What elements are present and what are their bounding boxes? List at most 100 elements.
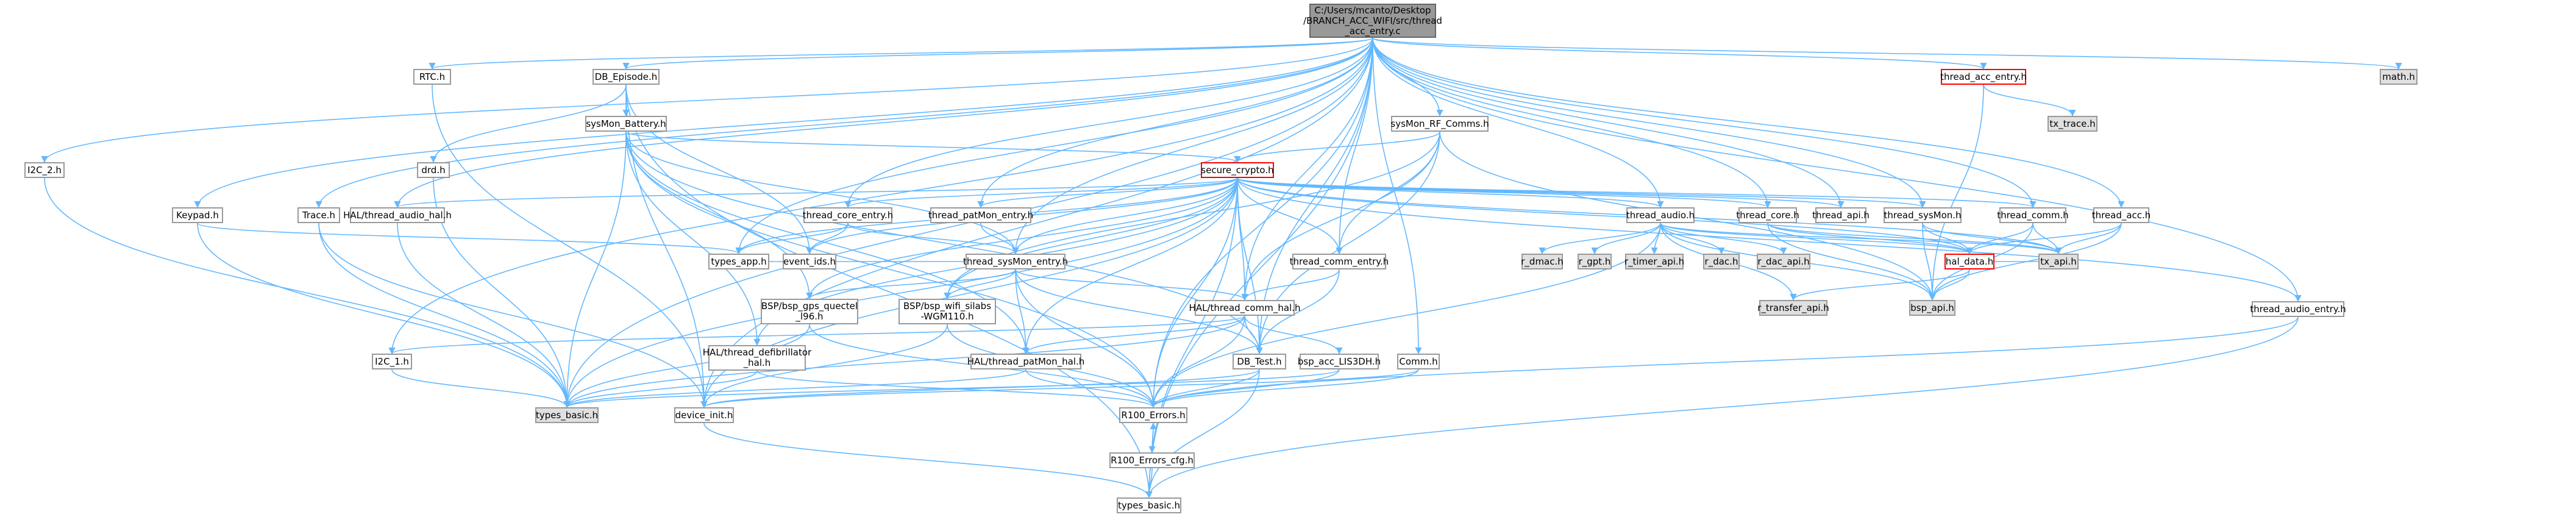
node-comm-h[interactable]: Comm.h	[1397, 354, 1440, 369]
node-thread-core-h[interactable]: thread_core.h	[1736, 207, 1799, 223]
node-sysmon-battery-h[interactable]: sysMon_Battery.h	[585, 116, 667, 132]
node-types-basic-h-system[interactable]: types_basic.h	[535, 407, 599, 423]
include-edge	[1372, 37, 1926, 209]
node-keypad-h[interactable]: Keypad.h	[172, 207, 223, 223]
include-edge	[1150, 37, 1373, 408]
include-edge	[1591, 223, 1661, 255]
include-edge	[1150, 369, 1260, 408]
include-edge	[563, 369, 1340, 408]
include-edge	[625, 131, 761, 346]
node-label-line: /BRANCH_ACC_WIFI/src/thread	[1303, 15, 1442, 26]
node-types-app-h[interactable]: types_app.h	[708, 254, 769, 269]
node-label: types_basic.h	[1117, 499, 1181, 511]
include-edge	[806, 223, 849, 255]
node-device-init-h[interactable]: device_init.h	[674, 407, 734, 423]
node-label-line: _acc_entry.c	[1345, 25, 1401, 37]
include-edge	[197, 223, 742, 255]
node-label: thread_audio.h	[1626, 209, 1695, 221]
node-label: thread_acc.h	[2091, 209, 2151, 221]
node-r-dac-h[interactable]: r_dac.h	[1703, 254, 1740, 269]
include-edge	[1145, 468, 1153, 499]
node-bsp-wifi-silabs-wgm110-h[interactable]: BSP/bsp_wifi_silabs -WGM110.h	[898, 299, 996, 324]
node-label: RTC.h	[419, 71, 446, 82]
node-label: thread_patMon_entry.h	[928, 209, 1034, 221]
include-edge	[1241, 269, 1340, 301]
node-types-basic-h[interactable]: types_basic.h	[1117, 497, 1181, 513]
include-edge	[1022, 315, 1245, 355]
node-hal-thread-patmon-hal-h[interactable]: HAL/thread_patMon_hal.h	[967, 354, 1084, 369]
include-edge	[735, 37, 1373, 255]
root-file-node[interactable]: C:/Users/mcanto/Desktop /BRANCH_ACC_WIFI…	[1303, 4, 1442, 38]
include-edge	[318, 223, 571, 408]
include-edge	[1150, 369, 1419, 408]
node-label: hal_data.h	[1945, 255, 1994, 267]
node-r100-errors-cfg-h[interactable]: R100_Errors_cfg.h	[1109, 452, 1195, 468]
node-bsp-gps-quectel-l96-h[interactable]: BSP/bsp_gps_quectel _l96.h	[761, 299, 858, 324]
node-rtc-h[interactable]: RTC.h	[413, 69, 451, 85]
node-thread-comm-h[interactable]: thread_comm.h	[1997, 207, 2069, 223]
node-label: thread_comm.h	[1997, 209, 2069, 221]
node-thread-patmon-entry-h[interactable]: thread_patMon_entry.h	[928, 207, 1034, 223]
node-tx-api-h[interactable]: tx_api.h	[2038, 254, 2079, 269]
node-label: thread_acc_entry.h	[1940, 71, 2027, 82]
node-r-transfer-api-h[interactable]: r_transfer_api.h	[1757, 300, 1829, 316]
node-thread-api-h[interactable]: thread_api.h	[1812, 207, 1870, 223]
include-edge	[1015, 269, 1157, 408]
node-label: sysMon_RF_Comms.h	[1390, 118, 1489, 129]
include-edge	[700, 369, 1260, 408]
include-edge	[1012, 177, 1238, 255]
node-label: secure_crypto.h	[1201, 164, 1274, 176]
node-secure-crypto-h[interactable]: secure_crypto.h	[1201, 162, 1274, 178]
node-r-dac-api-h[interactable]: r_dac_api.h	[1757, 254, 1810, 269]
include-edge	[563, 324, 810, 408]
include-edge	[1372, 37, 1664, 209]
node-bsp-api-h[interactable]: bsp_api.h	[1909, 300, 1955, 316]
include-edge	[1767, 223, 1936, 301]
node-thread-audio-h[interactable]: thread_audio.h	[1626, 207, 1695, 223]
node-r-dmac-h[interactable]: r_dmac.h	[1521, 254, 1564, 269]
node-r100-errors-h[interactable]: R100_Errors.h	[1119, 407, 1187, 423]
include-edge	[806, 177, 1238, 300]
node-db-test-h[interactable]: DB_Test.h	[1233, 354, 1286, 369]
node-thread-comm-entry-h[interactable]: thread_comm_entry.h	[1290, 254, 1389, 269]
node-label: thread_sysMon.h	[1884, 209, 1962, 221]
node-thread-acc-entry-h[interactable]: thread_acc_entry.h	[1940, 69, 2027, 85]
node-r-gpt-h[interactable]: r_gpt.h	[1578, 254, 1612, 269]
node-label: HAL/thread_comm_hal.h	[1189, 302, 1301, 313]
node-r-timer-api-h[interactable]: r_timer_api.h	[1624, 254, 1684, 269]
include-edge	[1150, 316, 2299, 408]
node-label: DB_Episode.h	[594, 71, 658, 82]
include-edge	[806, 269, 1016, 300]
include-edge	[700, 37, 1373, 408]
node-thread-sysmon-h[interactable]: thread_sysMon.h	[1884, 207, 1962, 223]
node-math-h[interactable]: math.h	[2380, 69, 2418, 85]
node-event-ids-h[interactable]: event_ids.h	[783, 254, 836, 269]
include-edge	[844, 177, 1238, 209]
include-edge	[1660, 223, 2062, 255]
node-thread-audio-entry-h[interactable]: thread_audio_entry.h	[2250, 301, 2346, 317]
node-label: drd.h	[421, 164, 446, 176]
node-tx-trace-h[interactable]: tx_trace.h	[2048, 116, 2097, 132]
include-edge	[1015, 269, 1030, 355]
node-thread-sysmon-entry-h[interactable]: thread_sysMon_entry.h	[963, 254, 1068, 269]
include-edge	[1241, 37, 1373, 301]
node-thread-acc-h[interactable]: thread_acc.h	[2091, 207, 2151, 223]
node-i2c-1-h[interactable]: I2C_1.h	[372, 354, 412, 369]
node-sysmon-rf-comms-h[interactable]: sysMon_RF_Comms.h	[1390, 116, 1489, 132]
include-edge	[1372, 37, 1987, 70]
include-edge	[847, 223, 1019, 255]
node-hal-thread-audio-hal-h[interactable]: HAL/thread_audio_hal.h	[343, 207, 452, 223]
node-i2c-2-h[interactable]: I2C_2.h	[24, 162, 65, 178]
node-hal-thread-defibrillator-hal-h[interactable]: HAL/thread_defibrillator _hal.h	[703, 345, 811, 371]
node-label: r_dac.h	[1704, 255, 1738, 267]
include-edge	[1922, 223, 2062, 255]
node-label: math.h	[2382, 71, 2415, 82]
node-db-episode-h[interactable]: DB_Episode.h	[592, 69, 660, 85]
node-thread-core-entry-h[interactable]: thread_core_entry.h	[803, 207, 893, 223]
node-hal-data-h[interactable]: hal_data.h	[1944, 254, 1994, 269]
node-bsp-acc-lis3dh-h[interactable]: bsp_acc_LIS3DH.h	[1298, 354, 1381, 369]
node-trace-h[interactable]: Trace.h	[297, 207, 340, 223]
node-drd-h[interactable]: drd.h	[417, 162, 450, 178]
node-hal-thread-comm-hal-h[interactable]: HAL/thread_comm_hal.h	[1189, 300, 1300, 316]
node-label-line: -WGM110.h	[920, 311, 974, 322]
